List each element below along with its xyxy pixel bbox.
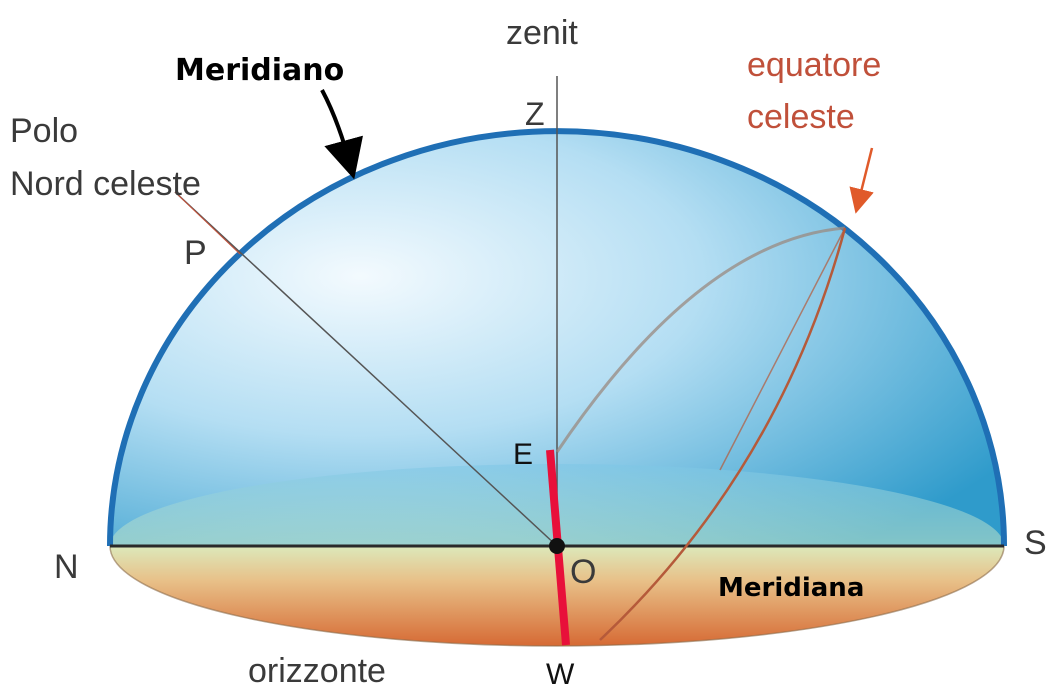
celestial-equator-front [599,227,847,641]
meridiana-label: Meridiana [718,573,864,603]
e-label: E [513,438,533,471]
w-label: W [546,658,575,688]
polar-axis-outside [174,191,241,255]
celestial-equator-back [555,226,846,453]
meridiano-arrow [320,89,363,180]
meridiano-label: Meridiano [175,53,344,88]
n-label: N [54,548,79,586]
horizon-ellipse-front [109,545,1005,647]
equator-inner-line [719,227,846,471]
zenit-label: zenit [506,14,578,52]
equatore-label: equatore [747,46,881,84]
o-label: O [570,553,596,591]
equatore-arrow [849,147,874,214]
horizon-plane-lower [110,546,1004,646]
nord-celeste-label: Nord celeste [10,165,201,203]
observer-point [549,538,565,554]
polar-axis [174,191,558,547]
celeste-label: celeste [747,98,855,136]
s-label: S [1024,524,1047,562]
polo-label: Polo [10,112,78,150]
z-label: Z [525,96,545,132]
p-label: P [184,234,207,272]
orizzonte-label: orizzonte [248,652,386,688]
